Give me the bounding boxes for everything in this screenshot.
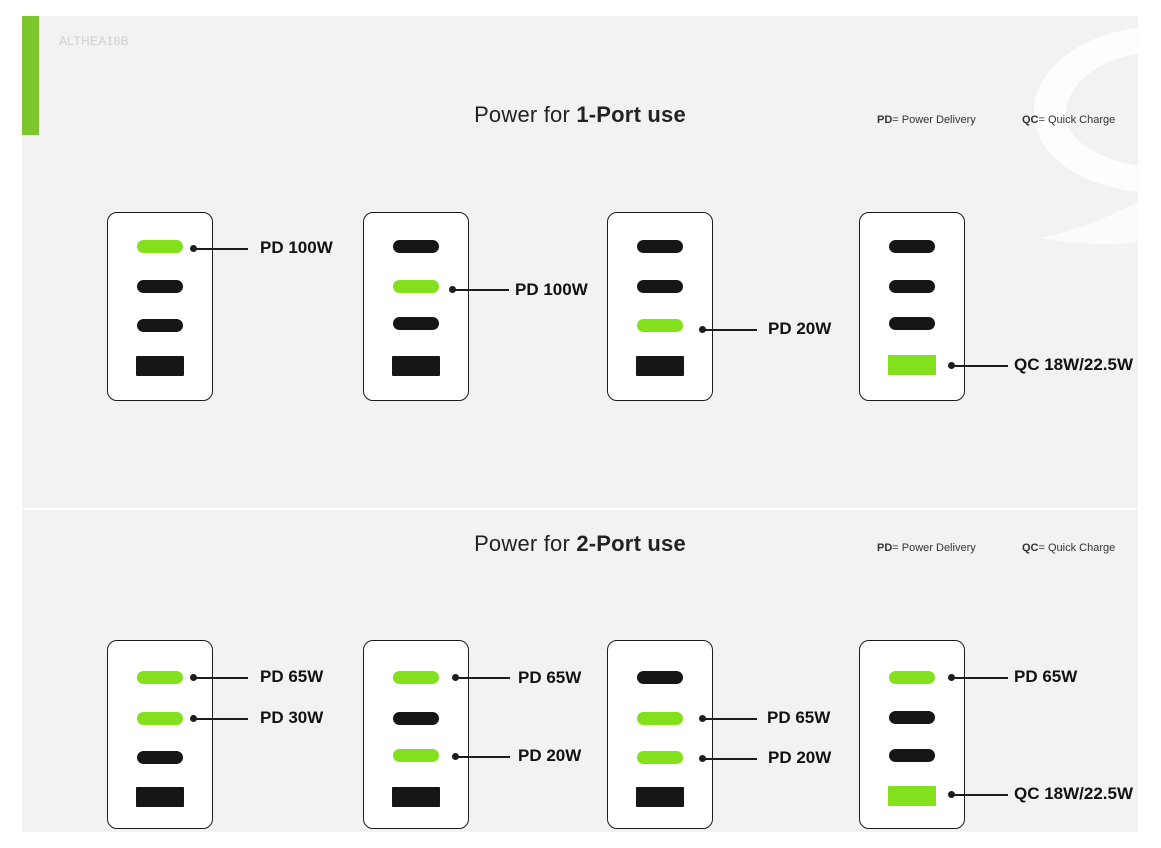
usb-c-port-2 — [137, 712, 183, 725]
callout-line — [194, 248, 248, 250]
callout-line — [453, 289, 509, 291]
usb-c-port-1 — [137, 240, 183, 253]
callout-line — [703, 758, 757, 760]
legend-pd-abbr: PD — [877, 542, 893, 554]
background-swoosh-decoration — [1034, 28, 1138, 245]
callout-dot — [449, 286, 456, 293]
usb-c-port-3 — [637, 751, 683, 764]
usb-a-port — [136, 356, 184, 376]
title-prefix: Power for — [474, 531, 577, 556]
usb-c-port-3 — [393, 317, 439, 330]
charger-4 — [859, 640, 965, 829]
legend-pd: PD= Power Delivery — [877, 114, 976, 126]
usb-c-port-3 — [137, 319, 183, 332]
usb-a-port — [888, 786, 936, 806]
usb-c-port-2 — [393, 280, 439, 293]
legend-qc-text: = Quick Charge — [1038, 542, 1116, 554]
usb-c-port-3 — [889, 749, 935, 762]
port-power-label: PD 20W — [518, 746, 582, 765]
usb-c-port-2 — [137, 280, 183, 293]
port-power-label: QC 18W/22.5W — [1014, 355, 1134, 374]
accent-bar — [22, 16, 39, 135]
callout-dot — [699, 755, 706, 762]
usb-c-port-3 — [637, 319, 683, 332]
port-power-label: PD 65W — [767, 708, 831, 727]
usb-a-port — [392, 787, 440, 807]
section-1-port: ALTHEA18B Power for 1-Port use PD= Power… — [22, 16, 1138, 508]
usb-c-port-1 — [137, 671, 183, 684]
usb-c-port-3 — [393, 749, 439, 762]
charger-1 — [107, 640, 213, 829]
port-power-label: PD 65W — [518, 668, 582, 687]
usb-c-port-2 — [889, 280, 935, 293]
usb-c-port-1 — [637, 671, 683, 684]
legend-pd-abbr: PD — [877, 114, 893, 126]
usb-c-port-2 — [637, 280, 683, 293]
port-power-label: PD 30W — [260, 708, 324, 727]
usb-a-port — [636, 356, 684, 376]
callout-line — [194, 677, 248, 679]
usb-a-port — [636, 787, 684, 807]
callout-dot — [948, 791, 955, 798]
product-code: ALTHEA18B — [59, 34, 129, 48]
legend-pd-text: = Power Delivery — [892, 542, 976, 554]
callout-line — [952, 365, 1008, 367]
charger-2 — [363, 640, 469, 829]
callout-line — [703, 718, 757, 720]
section-title: Power for 1-Port use — [22, 102, 1138, 128]
legend-pd-text: = Power Delivery — [892, 114, 976, 126]
callout-line — [952, 677, 1008, 679]
charger-4 — [859, 212, 965, 401]
usb-c-port-2 — [889, 711, 935, 724]
usb-c-port-1 — [889, 240, 935, 253]
charger-3 — [607, 640, 713, 829]
legend-qc-abbr: QC — [1022, 114, 1039, 126]
port-power-label: QC 18W/22.5W — [1014, 784, 1134, 803]
usb-c-port-1 — [637, 240, 683, 253]
title-prefix: Power for — [474, 102, 577, 127]
callout-dot — [190, 674, 197, 681]
callout-dot — [190, 245, 197, 252]
callout-dot — [948, 674, 955, 681]
port-power-label: PD 100W — [515, 280, 588, 299]
callout-line — [703, 329, 757, 331]
usb-c-port-1 — [889, 671, 935, 684]
legend-pd: PD= Power Delivery — [877, 542, 976, 554]
port-power-label: PD 20W — [768, 748, 832, 767]
usb-c-port-1 — [393, 671, 439, 684]
callout-dot — [699, 715, 706, 722]
callout-line — [456, 677, 510, 679]
usb-a-port — [136, 787, 184, 807]
callout-dot — [452, 753, 459, 760]
port-power-label: PD 65W — [1014, 667, 1078, 686]
usb-c-port-2 — [637, 712, 683, 725]
callout-line — [456, 756, 510, 758]
port-power-label: PD 100W — [260, 238, 333, 257]
section-title: Power for 2-Port use — [22, 531, 1138, 557]
callout-dot — [190, 715, 197, 722]
title-bold: 1-Port use — [576, 102, 686, 127]
callout-line — [194, 718, 248, 720]
usb-c-port-3 — [137, 751, 183, 764]
legend-qc-abbr: QC — [1022, 542, 1039, 554]
callout-dot — [948, 362, 955, 369]
title-bold: 2-Port use — [576, 531, 686, 556]
usb-c-port-2 — [393, 712, 439, 725]
usb-c-port-3 — [889, 317, 935, 330]
usb-a-port — [392, 356, 440, 376]
section-2-port: Power for 2-Port use PD= Power Delivery … — [22, 510, 1138, 832]
usb-c-port-1 — [393, 240, 439, 253]
usb-a-port — [888, 355, 936, 375]
legend-qc-text: = Quick Charge — [1038, 114, 1116, 126]
charger-3 — [607, 212, 713, 401]
callout-line — [952, 794, 1008, 796]
callout-dot — [699, 326, 706, 333]
port-power-label: PD 20W — [768, 319, 832, 338]
charger-2 — [363, 212, 469, 401]
legend-qc: QC= Quick Charge — [1022, 542, 1115, 554]
legend-qc: QC= Quick Charge — [1022, 114, 1115, 126]
callout-dot — [452, 674, 459, 681]
charger-1 — [107, 212, 213, 401]
port-power-label: PD 65W — [260, 667, 324, 686]
